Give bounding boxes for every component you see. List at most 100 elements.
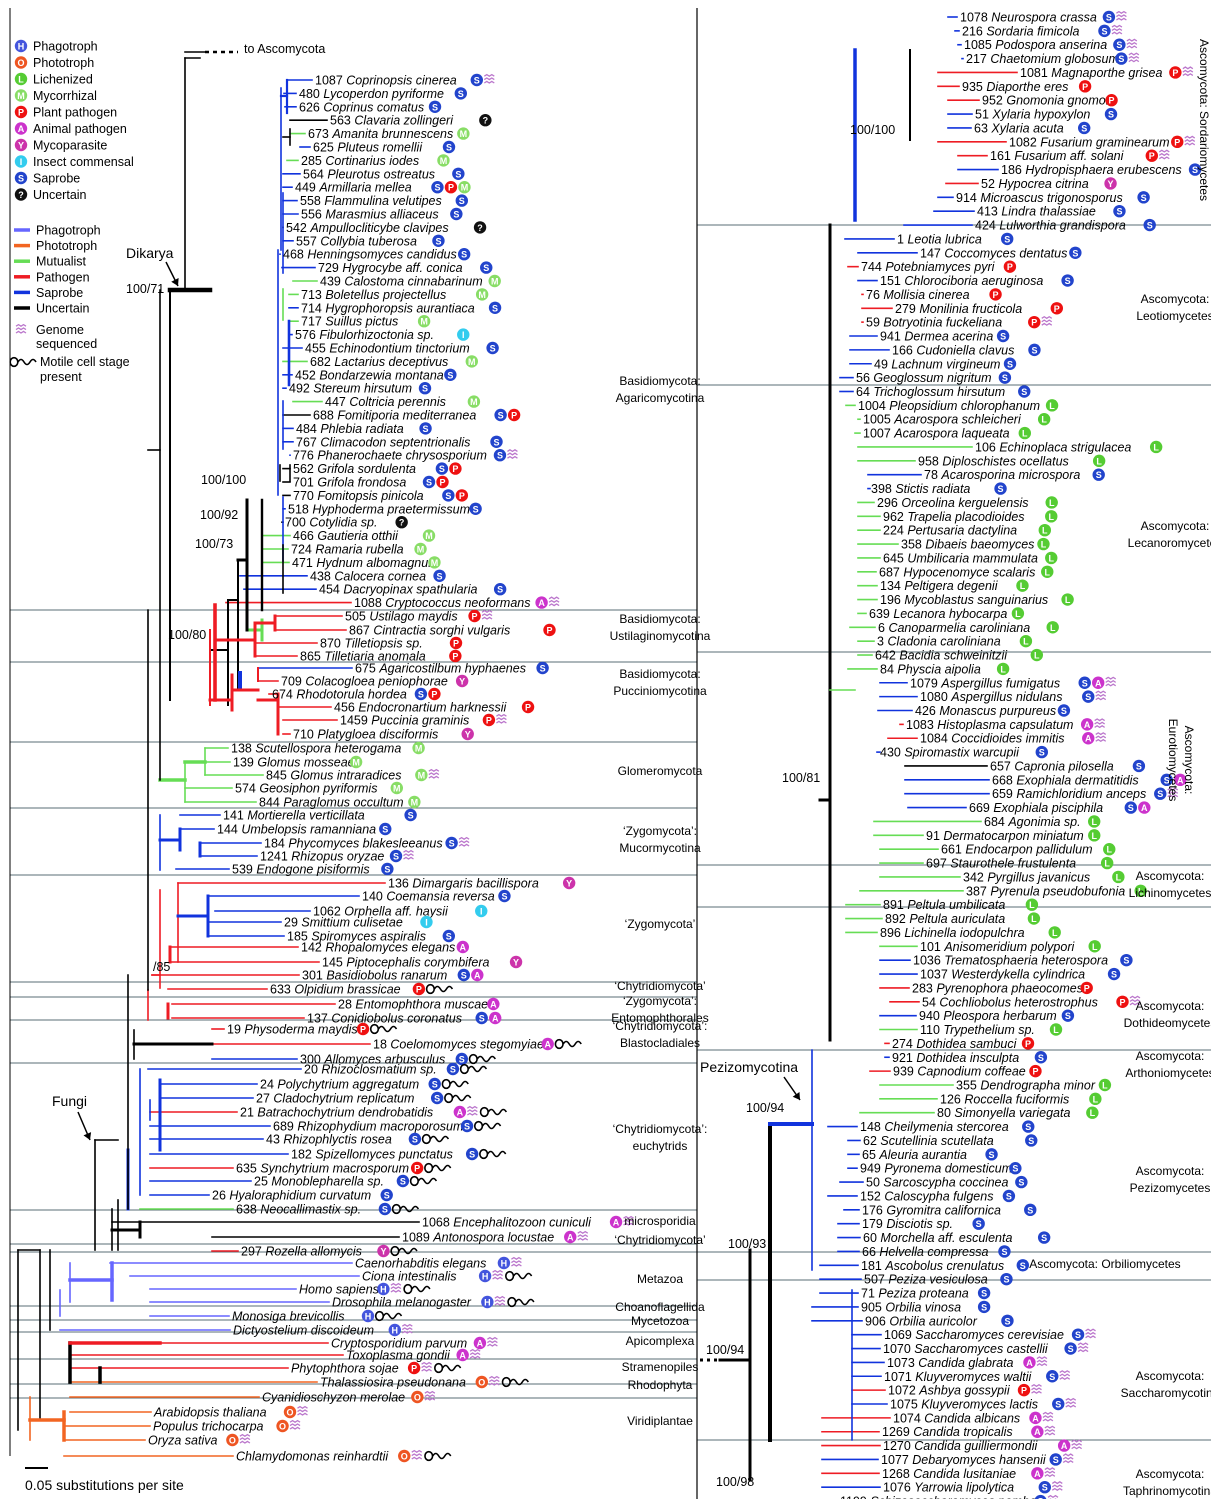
taxon-name: 152 Caloscypha fulgens xyxy=(860,1189,993,1203)
badge-letter: S xyxy=(432,102,438,112)
mycoparasite-badge-icon xyxy=(509,955,523,969)
saprobe-badge-icon xyxy=(486,341,499,355)
taxon-name: 556 Marasmius alliaceus xyxy=(301,208,439,222)
badge-letter: S xyxy=(1072,248,1078,258)
badge-letter: M xyxy=(425,531,433,541)
taxon-name: 398 Stictis radiata xyxy=(871,482,970,496)
clade-labels: Basidiomycota:AgaricomycotinaBasidiomyco… xyxy=(610,39,1211,1498)
motile-cell-icon xyxy=(507,1296,535,1308)
taxon-name: 941 Dermea acerina xyxy=(880,330,993,344)
saprobe-badge-icon xyxy=(1009,1162,1022,1175)
badge-letter: L xyxy=(1138,886,1144,896)
taxon-name: 867 Cintractia sorghi vulgaris xyxy=(349,624,510,638)
genome-sequenced-icon xyxy=(1051,1481,1063,1491)
badge-letter: ? xyxy=(399,518,405,528)
saprobe-badge-icon xyxy=(418,382,432,395)
support-value: 100/98 xyxy=(716,1475,754,1489)
genome-sequenced-icon xyxy=(577,1230,589,1241)
badge-letter: S xyxy=(1065,1011,1071,1021)
taxon-name: 935 Diaporthe eres xyxy=(962,80,1068,94)
badge-letter: M xyxy=(468,357,476,367)
taxon-name: 892 Peltula auriculata xyxy=(885,912,1005,926)
phagotroph-badge-icon xyxy=(377,1282,390,1296)
saprobe-badge-icon xyxy=(422,475,436,489)
plant-pathogen-badge-icon xyxy=(407,1361,421,1375)
mycorrhizal-badge-icon xyxy=(437,154,450,167)
saprobe-badge-icon xyxy=(1001,1314,1014,1327)
saprobe-badge-icon xyxy=(475,1011,488,1025)
saprobe-badge-icon xyxy=(428,1077,441,1091)
clade-label: ‘Chytridiomycota’ xyxy=(614,979,705,993)
taxon-name: Monosiga brevicollis xyxy=(232,1310,345,1324)
taxon-name: 564 Pleurotus ostreatus xyxy=(303,167,435,181)
taxon-name: 1070 Saccharomyces castellii xyxy=(883,1342,1049,1356)
taxon-name: 466 Gautieria otthii xyxy=(293,529,399,543)
taxon-name: 574 Geosiphon pyriformis xyxy=(235,782,377,796)
plant-pathogen-badge-icon xyxy=(449,462,462,475)
taxon-name: 449 Armillaria mellea xyxy=(295,181,412,195)
phototroph-badge-icon xyxy=(283,1405,297,1419)
taxon-name: 56 Geoglossum nigritum xyxy=(856,371,992,385)
saprobe-badge-icon xyxy=(431,181,444,194)
taxon-name: 1068 Encephalitozoon cuniculi xyxy=(422,1216,592,1230)
saprobe-badge-icon xyxy=(446,1062,460,1076)
taxon-name: 26 Hyaloraphidium curvatum xyxy=(212,1189,371,1203)
motile-cell-icon xyxy=(554,1038,582,1050)
badge-letter: S xyxy=(1025,1122,1031,1132)
motile-cell-icon xyxy=(468,1053,496,1065)
badge-letter: H xyxy=(484,1298,491,1308)
saprobe-badge-icon xyxy=(1104,107,1118,121)
taxon-name: 844 Paraglomus occultum xyxy=(259,796,404,810)
badge-letter: S xyxy=(461,250,467,260)
badge-letter: L xyxy=(1049,512,1055,522)
genome-sequenced-icon xyxy=(1036,1356,1048,1367)
lichenized-badge-icon xyxy=(1025,898,1039,911)
taxon-label: 110 Trypethelium sp.L xyxy=(920,1023,1063,1037)
taxon-name: 51 Xylaria hypoxylon xyxy=(975,108,1090,122)
taxon-name: 145 Piptocephalis corymbifera xyxy=(322,956,490,970)
genome-sequenced-icon xyxy=(424,1390,436,1401)
insect-commensal-badge-icon xyxy=(420,915,433,929)
badge-letter: A xyxy=(1141,803,1148,813)
saprobe-badge-icon xyxy=(1002,1189,1016,1203)
badge-letter: L xyxy=(1049,553,1055,563)
mycoparasite-badge-icon xyxy=(377,1244,390,1258)
plant-pathogen-badge-icon xyxy=(543,623,556,637)
badge-letter: L xyxy=(1049,498,1055,508)
badge-letter: P xyxy=(1119,997,1125,1007)
taxon-name: 54 Cochliobolus heterostrophus xyxy=(922,995,1098,1009)
clade-label: Ascomycota: Sordariomycetes xyxy=(1197,39,1211,201)
taxon-name: 71 Peziza proteana xyxy=(861,1287,969,1301)
taxon-name: 1076 Yarrowia lipolytica xyxy=(883,1481,1014,1495)
support-value: 100/80 xyxy=(168,628,206,642)
badge-letter: M xyxy=(440,156,448,166)
taxon-name: 562 Grifola sordulenta xyxy=(293,462,416,476)
badge-letter: S xyxy=(439,464,445,474)
taxon-name: 713 Boletellus projectellus xyxy=(301,288,446,302)
clade-label: Basidiomycota:Agaricomycotina xyxy=(616,374,705,405)
clade-label: microsporidia xyxy=(624,1214,696,1228)
saprobe-badge-icon xyxy=(469,502,482,515)
taxon-label: 542 Ampullocliticybe clavipes? xyxy=(286,221,487,235)
badge-letter: S xyxy=(1141,193,1147,203)
phagotroph-badge-icon xyxy=(388,1323,401,1337)
